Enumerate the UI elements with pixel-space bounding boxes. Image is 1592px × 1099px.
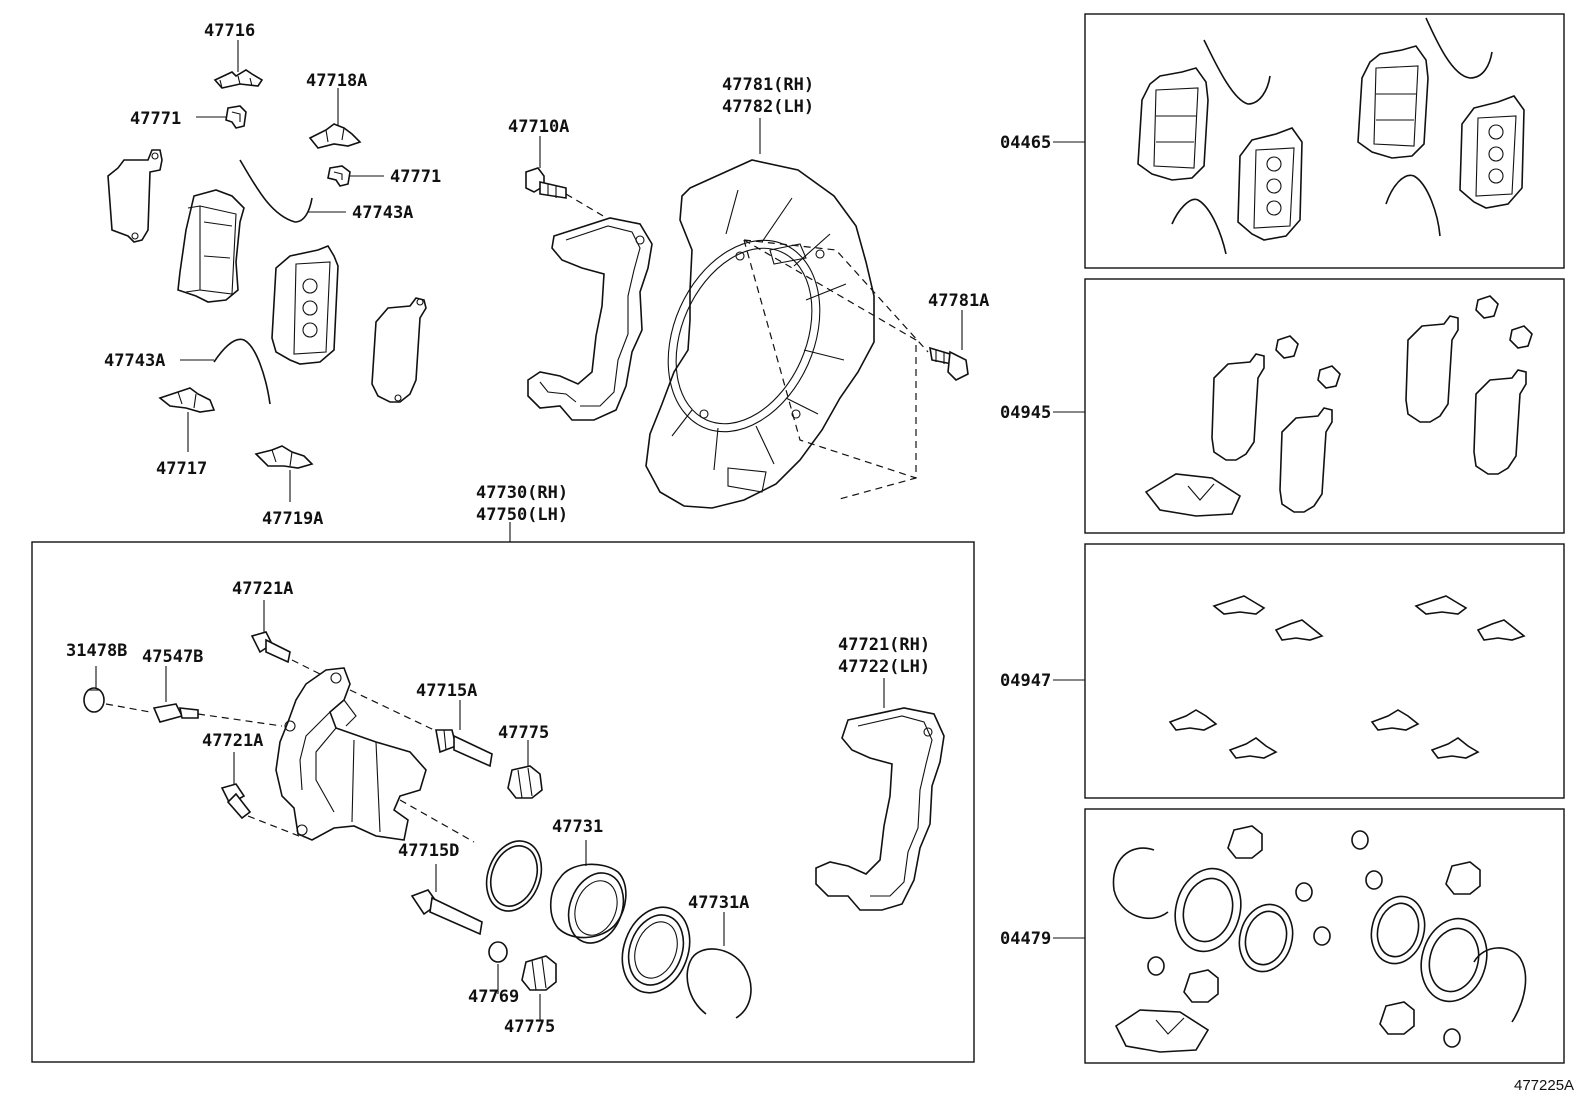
pad-shim-right[interactable] [371, 297, 427, 403]
label-47731: 47731 [552, 817, 603, 837]
label-47743A-a: 47743A [352, 203, 413, 223]
label-47775-b: 47775 [504, 1017, 555, 1037]
part-47721A-bolt-upper[interactable] [250, 631, 291, 664]
part-47717-clip[interactable] [158, 387, 216, 413]
label-kit-04479: 04479 [1000, 929, 1051, 949]
label-47775-a: 47775 [498, 723, 549, 743]
kit-04947-clips[interactable] [1168, 595, 1526, 759]
part-47769-bushing[interactable] [488, 941, 508, 963]
part-47731A-set-ring[interactable] [686, 948, 752, 1019]
label-47715D: 47715D [398, 841, 459, 861]
label-47721A-a: 47721A [232, 579, 293, 599]
label-47730-rh: 47730(RH) [476, 483, 568, 503]
kit-box-04947 [1084, 543, 1565, 799]
part-47743A-wire-lower[interactable] [213, 338, 271, 405]
piston-seal-ring[interactable] [477, 833, 550, 918]
brake-pad-inner[interactable] [271, 245, 339, 365]
caliper-cylinder-body[interactable] [275, 667, 427, 841]
part-47743A-wire-upper[interactable] [239, 159, 313, 223]
part-47715A-slide-pin[interactable] [435, 729, 493, 768]
label-47716: 47716 [204, 21, 255, 41]
label-47781A: 47781A [928, 291, 989, 311]
label-47721A-b: 47721A [202, 731, 263, 751]
label-kit-04465: 04465 [1000, 133, 1051, 153]
part-47719A-clip[interactable] [254, 445, 314, 469]
part-47775-boot-lower[interactable] [521, 955, 557, 991]
figure-id: 477225A [1514, 1077, 1574, 1094]
label-47781-rh: 47781(RH) [722, 75, 814, 95]
label-47782-lh: 47782(LH) [722, 97, 814, 117]
kit-box-04479 [1084, 808, 1565, 1064]
disc-brake-dust-cover[interactable] [639, 159, 875, 509]
kit-box-04945 [1084, 278, 1565, 534]
brake-pad-outer[interactable] [177, 189, 245, 303]
part-47715D-slide-pin[interactable] [410, 889, 483, 936]
label-47771-a: 47771 [130, 109, 181, 129]
caliper-assembly-box [31, 541, 975, 1063]
part-47710A-bolt[interactable] [525, 167, 567, 199]
pad-shim-left[interactable] [107, 149, 163, 243]
part-47781A-bolt[interactable] [928, 346, 969, 381]
kit-04479-seals[interactable] [1112, 825, 1527, 1053]
piston-boot[interactable] [611, 898, 701, 1003]
label-31478B: 31478B [66, 641, 127, 661]
label-47547B: 47547B [142, 647, 203, 667]
part-47716-clip[interactable] [213, 69, 264, 89]
label-47718A: 47718A [306, 71, 367, 91]
label-47715A: 47715A [416, 681, 477, 701]
part-47721A-bolt-lower[interactable] [220, 783, 252, 820]
label-47743A-b: 47743A [104, 351, 165, 371]
label-47769: 47769 [468, 987, 519, 1007]
part-47718A-clip[interactable] [308, 123, 362, 149]
caliper-mounting-support-lower[interactable] [815, 707, 945, 911]
part-47771-clip-a[interactable] [225, 105, 247, 129]
kit-04945-shims[interactable] [1144, 295, 1533, 517]
label-kit-04947: 04947 [1000, 671, 1051, 691]
kit-box-04465 [1084, 13, 1565, 269]
part-47771-clip-b[interactable] [327, 165, 351, 187]
label-47722-lh: 47722(LH) [838, 657, 930, 677]
label-47717: 47717 [156, 459, 207, 479]
part-47731-piston[interactable] [549, 863, 633, 950]
label-47710A: 47710A [508, 117, 569, 137]
kit-04465-pads[interactable] [1137, 17, 1525, 255]
label-47771-b: 47771 [390, 167, 441, 187]
label-kit-04945: 04945 [1000, 403, 1051, 423]
label-47721-rh: 47721(RH) [838, 635, 930, 655]
part-47547B-bleeder-plug[interactable] [152, 703, 199, 723]
label-47731A: 47731A [688, 893, 749, 913]
label-47719A: 47719A [262, 509, 323, 529]
part-47775-boot-upper[interactable] [507, 765, 543, 799]
label-47750-lh: 47750(LH) [476, 505, 568, 525]
part-31478B-bleeder-cap[interactable] [83, 687, 105, 713]
caliper-mounting-support-upper[interactable] [527, 217, 653, 421]
